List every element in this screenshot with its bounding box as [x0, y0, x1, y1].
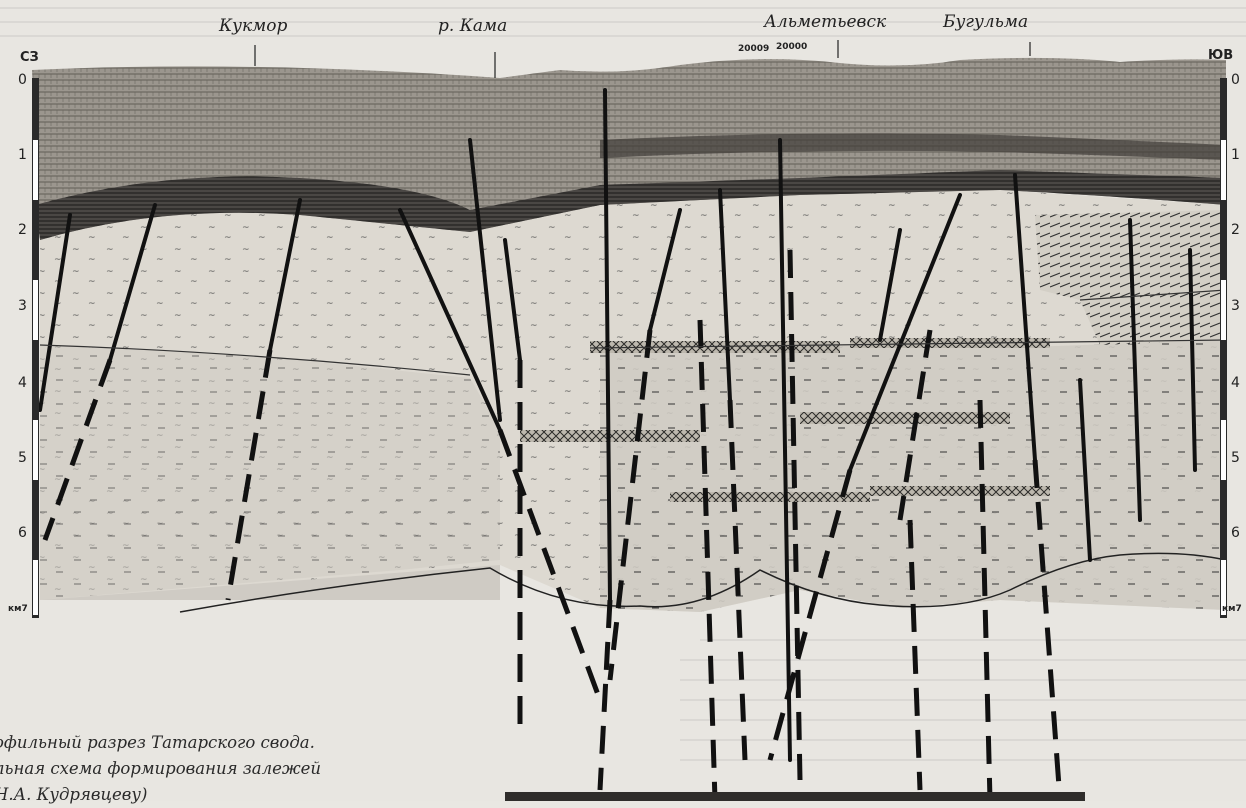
depth-tick-left-4: 4 — [18, 375, 27, 391]
figure-caption: офильный разрез Татарского свода. льная … — [0, 730, 420, 808]
depth-scale-right — [1220, 78, 1227, 618]
lower-dashed-layer-left — [40, 345, 500, 600]
depth-unit-right: км7 — [1222, 604, 1242, 614]
depth-tick-right-4: 4 — [1231, 375, 1240, 391]
depth-tick-left-5: 5 — [18, 450, 27, 466]
caption-line-3: Н.А. Кудрявцеву) — [0, 782, 420, 808]
depth-scale-left — [32, 78, 39, 618]
place-label-bugulma: Бугульма — [943, 12, 1028, 32]
depth-tick-left-1: 1 — [18, 147, 27, 163]
depth-tick-left-2: 2 — [18, 222, 27, 238]
caption-line-1: офильный разрез Татарского свода. — [0, 730, 420, 756]
depth-tick-left-0: 0 — [18, 72, 27, 88]
place-label-kama: р. Кама — [438, 16, 507, 36]
well-label-2: 20000 — [776, 42, 807, 52]
depth-tick-right-3: 3 — [1231, 298, 1240, 314]
depth-tick-right-6: 6 — [1231, 525, 1240, 541]
depth-tick-left-6: 6 — [18, 525, 27, 541]
depth-tick-right-1: 1 — [1231, 147, 1240, 163]
depth-unit-left: км7 — [8, 604, 28, 614]
direction-left: СЗ — [20, 50, 39, 65]
depth-tick-right-0: 0 — [1231, 72, 1240, 88]
well-label-1: 20009 — [738, 44, 769, 54]
direction-right: ЮВ — [1208, 48, 1233, 63]
depth-tick-left-3: 3 — [18, 298, 27, 314]
depth-tick-right-2: 2 — [1231, 222, 1240, 238]
place-label-almetyevsk: Альметьевск — [764, 12, 886, 32]
caption-line-2: льная схема формирования залежей — [0, 756, 420, 782]
depth-tick-right-5: 5 — [1231, 450, 1240, 466]
place-label-kukmor: Кукмор — [219, 16, 287, 36]
